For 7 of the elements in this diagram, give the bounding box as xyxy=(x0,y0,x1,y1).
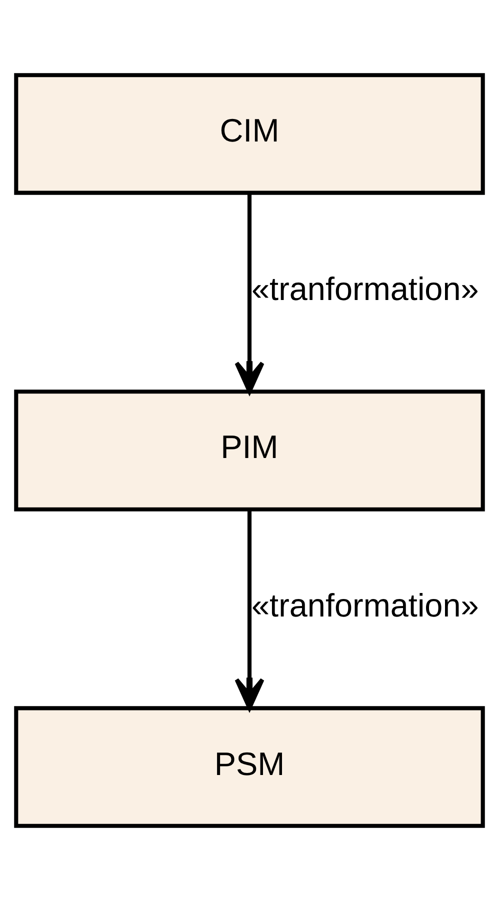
edge-label: «tranformation» xyxy=(252,586,479,623)
edge-label: «tranformation» xyxy=(252,270,479,306)
node-box: PSM xyxy=(14,706,485,828)
arrow xyxy=(234,509,264,710)
node-box: CIM xyxy=(14,72,485,194)
node-box: PIM xyxy=(14,389,485,511)
arrow xyxy=(234,192,264,394)
